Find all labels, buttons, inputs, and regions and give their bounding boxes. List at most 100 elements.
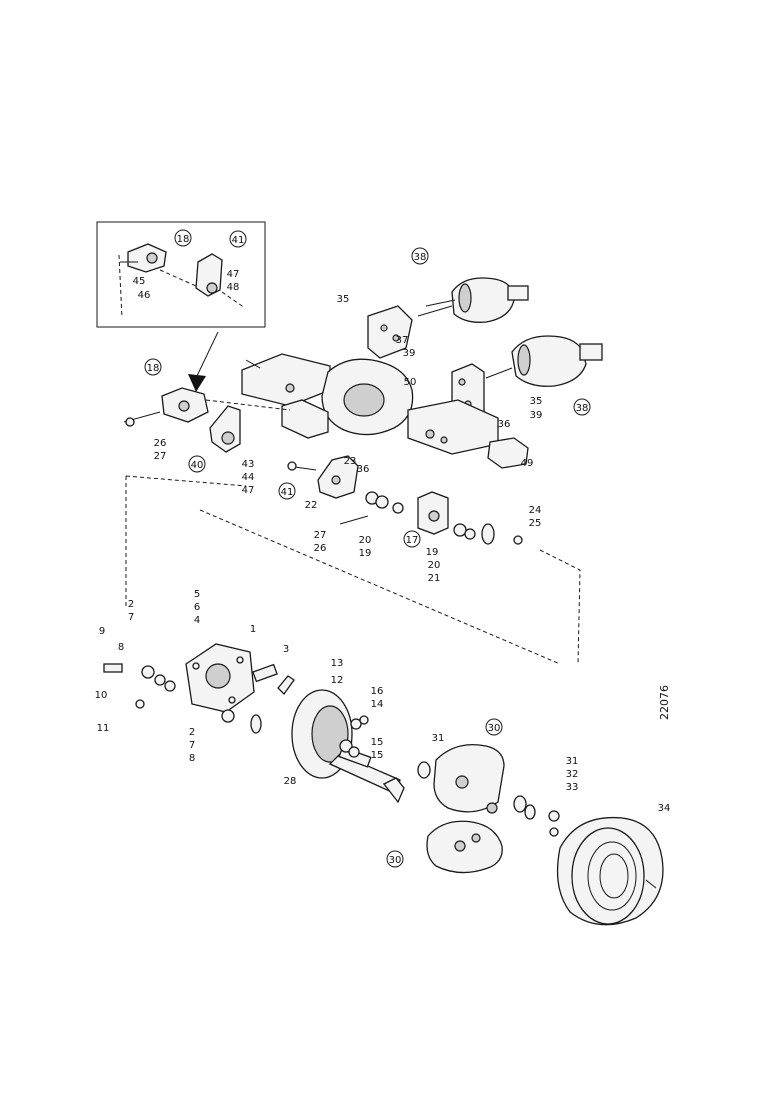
callout-text: 39 [403, 348, 416, 359]
callout-text: 2 [128, 599, 134, 610]
callout-38: 38 [411, 247, 429, 265]
callout-47: 47 [242, 485, 255, 496]
callout-21: 21 [428, 573, 441, 584]
callout-32: 32 [566, 769, 579, 780]
callout-4: 4 [194, 615, 200, 626]
callout-text: 7 [189, 740, 195, 751]
callout-text: 20 [428, 560, 441, 571]
callout-circle [229, 230, 247, 248]
callout-30: 30 [485, 718, 503, 736]
callout-38: 38 [573, 398, 591, 416]
callout-text: 12 [331, 675, 344, 686]
reference-number: 22076 [658, 685, 671, 720]
callout-19: 19 [359, 548, 372, 559]
callout-text: 33 [566, 782, 579, 793]
callout-33: 33 [566, 782, 579, 793]
callout-circle [485, 718, 503, 736]
callout-text: 15 [371, 750, 384, 761]
callout-text: 45 [133, 276, 146, 287]
callout-circle [573, 398, 591, 416]
callout-text: 19 [426, 547, 439, 558]
callout-text: 8 [118, 642, 124, 653]
callout-text: 26 [314, 543, 327, 554]
callout-30: 30 [386, 850, 404, 868]
callout-3: 3 [283, 644, 289, 655]
inset-detail-box [96, 221, 266, 328]
callout-text: 39 [530, 410, 543, 421]
callout-26: 26 [314, 543, 327, 554]
left-bracket-assembly [123, 387, 241, 453]
callout-text: 36 [498, 419, 511, 430]
brake-shoe-upper [417, 743, 505, 814]
callout-27: 27 [314, 530, 327, 541]
callout-37: 37 [396, 335, 409, 346]
callout-text: 10 [95, 690, 108, 701]
dust-shield [291, 689, 369, 779]
callout-text: 43 [242, 459, 255, 470]
callout-text: 24 [529, 505, 542, 516]
callout-35: 35 [337, 294, 350, 305]
callout-text: 50 [404, 377, 417, 388]
callout-text: 19 [359, 548, 372, 559]
callout-18: 18 [144, 358, 162, 376]
callout-text: 47 [227, 269, 240, 280]
callout-text: 31 [432, 733, 445, 744]
callout-34: 34 [658, 803, 671, 814]
callout-text: 17 [406, 535, 419, 546]
callout-text: 31 [566, 756, 579, 767]
inset-arrow [188, 331, 219, 392]
shoe-hardware [513, 795, 560, 837]
callout-50: 50 [404, 377, 417, 388]
callout-text: 13 [331, 658, 344, 669]
callout-36: 36 [498, 419, 511, 430]
callout-31: 31 [432, 733, 445, 744]
callout-22: 22 [305, 500, 318, 511]
callout-text: 30 [488, 723, 501, 734]
camshaft [328, 739, 405, 804]
callout-25: 25 [529, 518, 542, 529]
callout-text: 22 [305, 500, 318, 511]
callout-text: 21 [428, 573, 441, 584]
callout-7: 7 [128, 612, 134, 623]
callout-5: 5 [194, 589, 200, 600]
callout-text: 25 [529, 518, 542, 529]
brake-chamber-upper [417, 277, 529, 323]
callout-text: 30 [389, 855, 402, 866]
callout-49: 49 [521, 458, 534, 469]
callout-6: 6 [194, 602, 200, 613]
callout-circle [174, 229, 192, 247]
callout-41: 41 [278, 482, 296, 500]
callout-9: 9 [99, 626, 105, 637]
callout-15: 15 [371, 750, 384, 761]
callout-45: 45 [133, 276, 146, 287]
middle-lever-assembly [287, 455, 523, 545]
callout-text: 27 [154, 451, 167, 462]
callout-7: 7 [189, 740, 195, 751]
callout-20: 20 [428, 560, 441, 571]
callout-10: 10 [95, 690, 108, 701]
callout-text: 7 [128, 612, 134, 623]
callout-text: 3 [283, 644, 289, 655]
callout-24: 24 [529, 505, 542, 516]
callout-35: 35 [530, 396, 543, 407]
callout-text: 8 [189, 753, 195, 764]
callout-20: 20 [359, 535, 372, 546]
callout-text: 27 [314, 530, 327, 541]
callout-8: 8 [189, 753, 195, 764]
callout-11: 11 [97, 723, 110, 734]
callout-text: 9 [99, 626, 105, 637]
brake-drum [556, 816, 664, 926]
callout-text: 26 [154, 438, 167, 449]
callout-39: 39 [530, 410, 543, 421]
callout-19: 19 [426, 547, 439, 558]
callout-47: 47 [227, 269, 240, 280]
callout-text: 41 [281, 487, 294, 498]
callout-27: 27 [154, 451, 167, 462]
callout-text: 16 [371, 686, 384, 697]
callout-text: 20 [359, 535, 372, 546]
callout-2: 2 [128, 599, 134, 610]
callout-text: 41 [232, 235, 245, 246]
callout-text: 34 [658, 803, 671, 814]
callout-13: 13 [331, 658, 344, 669]
